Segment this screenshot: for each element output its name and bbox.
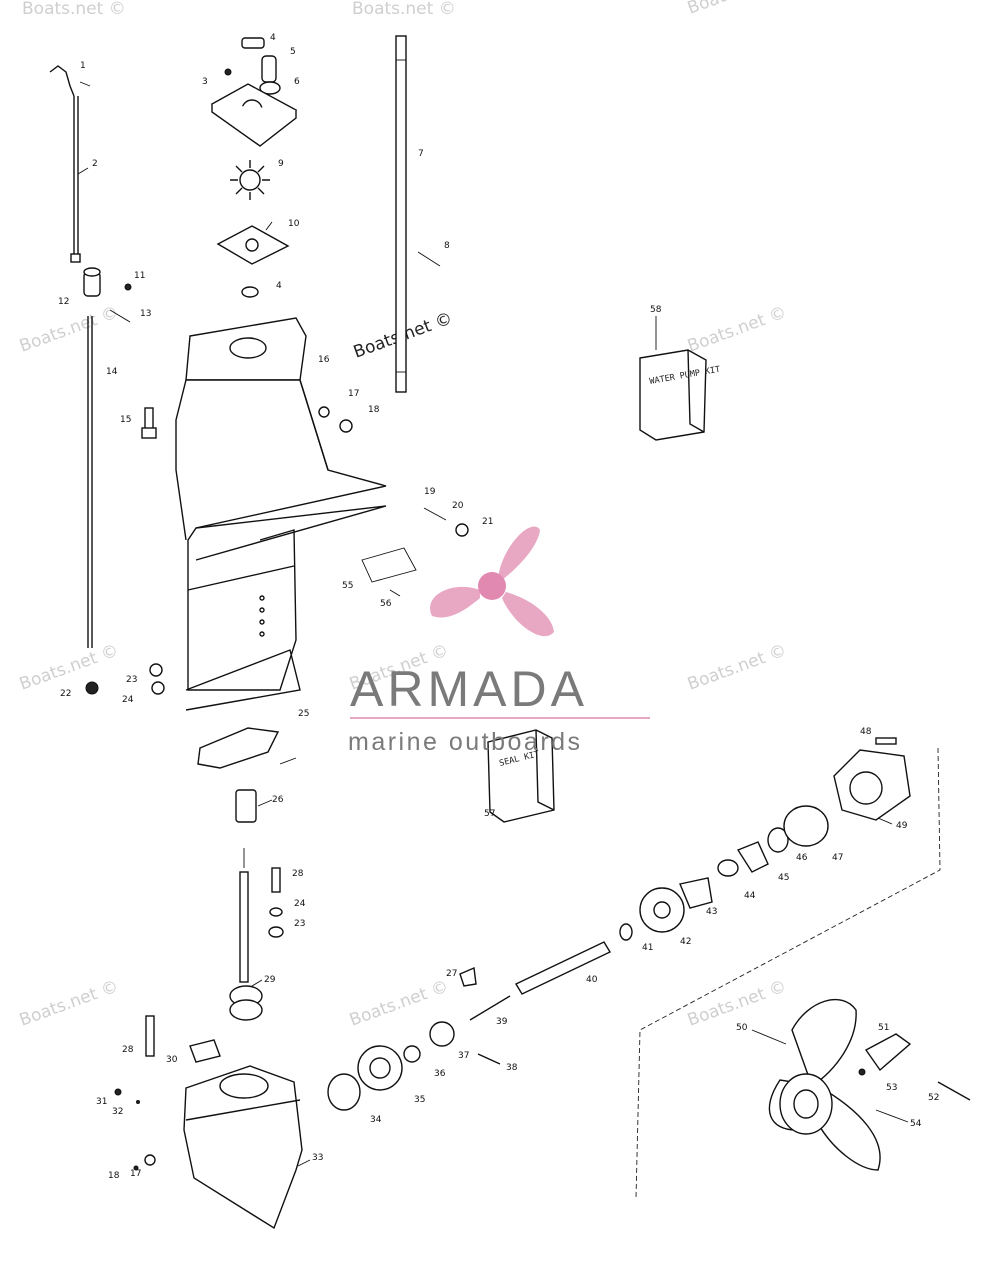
watermark: Boats.net © <box>17 640 121 694</box>
armada-logo: ARMADA marine outboards <box>348 526 650 756</box>
callout: 47 <box>832 853 843 863</box>
callout: 16 <box>318 355 330 365</box>
callout: 3 <box>202 77 208 87</box>
callout: 26 <box>272 795 284 805</box>
callout: 44 <box>744 891 756 901</box>
callout: 54 <box>910 1119 922 1129</box>
callout: 53 <box>886 1083 897 1093</box>
callout: 13 <box>140 309 151 319</box>
watermark: Boats.net © <box>347 976 451 1030</box>
callout: 52 <box>928 1093 939 1103</box>
callout: 27 <box>446 969 457 979</box>
water-pump-assembly <box>210 37 298 298</box>
leader-lines <box>77 81 893 1167</box>
callout: 33 <box>312 1153 323 1163</box>
callout: 48 <box>860 727 872 737</box>
callout: 19 <box>424 487 436 497</box>
callout: 35 <box>414 1095 425 1105</box>
callout: 5 <box>290 47 296 57</box>
callout: 15 <box>120 415 131 425</box>
gearcase-housing <box>85 317 469 711</box>
callout: 28 <box>122 1045 134 1055</box>
callout: 24 <box>122 695 134 705</box>
callout: 2 <box>92 159 98 169</box>
watermark: Boats.net © <box>22 0 126 19</box>
callout: 37 <box>458 1051 469 1061</box>
callout: 11 <box>134 271 145 281</box>
callout: 34 <box>370 1115 382 1125</box>
callout: 23 <box>294 919 305 929</box>
impeller <box>230 160 270 200</box>
callout: 10 <box>288 219 300 229</box>
callout: 46 <box>796 853 808 863</box>
propeller-logo-icon <box>430 526 554 637</box>
lower-gearcase <box>114 966 511 1230</box>
callout: 4 <box>270 33 276 43</box>
callout: 58 <box>650 305 662 315</box>
watermark: Boats.net © <box>685 302 789 356</box>
callout: 45 <box>778 873 789 883</box>
callout: 38 <box>506 1063 518 1073</box>
seal-kit: SEAL KIT <box>487 729 555 823</box>
callout: 56 <box>380 599 392 609</box>
callout: 39 <box>496 1017 508 1027</box>
callout: 25 <box>298 709 309 719</box>
watermark: Boats.net © <box>685 640 789 694</box>
driveshaft-top <box>395 35 441 393</box>
callout: 18 <box>108 1171 120 1181</box>
callout: 31 <box>96 1097 107 1107</box>
callout: 12 <box>58 297 69 307</box>
callout-labels: 1 2 3 4 4 5 6 7 8 9 10 11 12 13 14 15 16… <box>58 33 939 1181</box>
watermark: Boats.net © <box>17 302 121 356</box>
callout: 41 <box>642 943 653 953</box>
callout: 7 <box>418 149 424 159</box>
watermark: Boats.net © <box>685 0 789 19</box>
water-pump-kit: WATER PUMP KIT <box>639 349 721 441</box>
callout: 9 <box>278 159 284 169</box>
callout: 14 <box>106 367 118 377</box>
callout: 43 <box>706 907 717 917</box>
callout: 20 <box>452 501 464 511</box>
bearing-carrier <box>635 737 941 1199</box>
brand-tagline: marine outboards <box>348 728 583 756</box>
callout: 21 <box>482 517 493 527</box>
callout: 4 <box>276 281 282 291</box>
callout: 30 <box>166 1055 178 1065</box>
callout: 8 <box>444 241 450 251</box>
shift-rod-assembly <box>49 65 157 648</box>
callout: 57 <box>484 809 495 819</box>
gasket-and-sleeve <box>197 727 280 823</box>
callout: 6 <box>294 77 300 87</box>
callout: 24 <box>294 899 306 909</box>
callout: 22 <box>60 689 71 699</box>
callout: 17 <box>130 1169 141 1179</box>
callout: 40 <box>586 975 598 985</box>
callout: 50 <box>736 1023 748 1033</box>
callout: 51 <box>878 1023 889 1033</box>
callout: 1 <box>80 61 86 71</box>
propeller <box>768 999 971 1171</box>
callout: 28 <box>292 869 304 879</box>
callout: 29 <box>264 975 276 985</box>
callout: 36 <box>434 1069 446 1079</box>
pinion-shaft <box>229 848 284 1021</box>
callout: 18 <box>368 405 380 415</box>
callout: 42 <box>680 937 691 947</box>
propeller-shaft-assembly <box>515 805 829 995</box>
callout: 55 <box>342 581 353 591</box>
watermark: Boats.net © <box>352 0 456 19</box>
callout: 17 <box>348 389 359 399</box>
watermark: Boats.net © <box>17 976 121 1030</box>
brand-name: ARMADA <box>350 661 588 717</box>
callout: 23 <box>126 675 137 685</box>
callout: 49 <box>896 821 908 831</box>
callout: 32 <box>112 1107 123 1117</box>
